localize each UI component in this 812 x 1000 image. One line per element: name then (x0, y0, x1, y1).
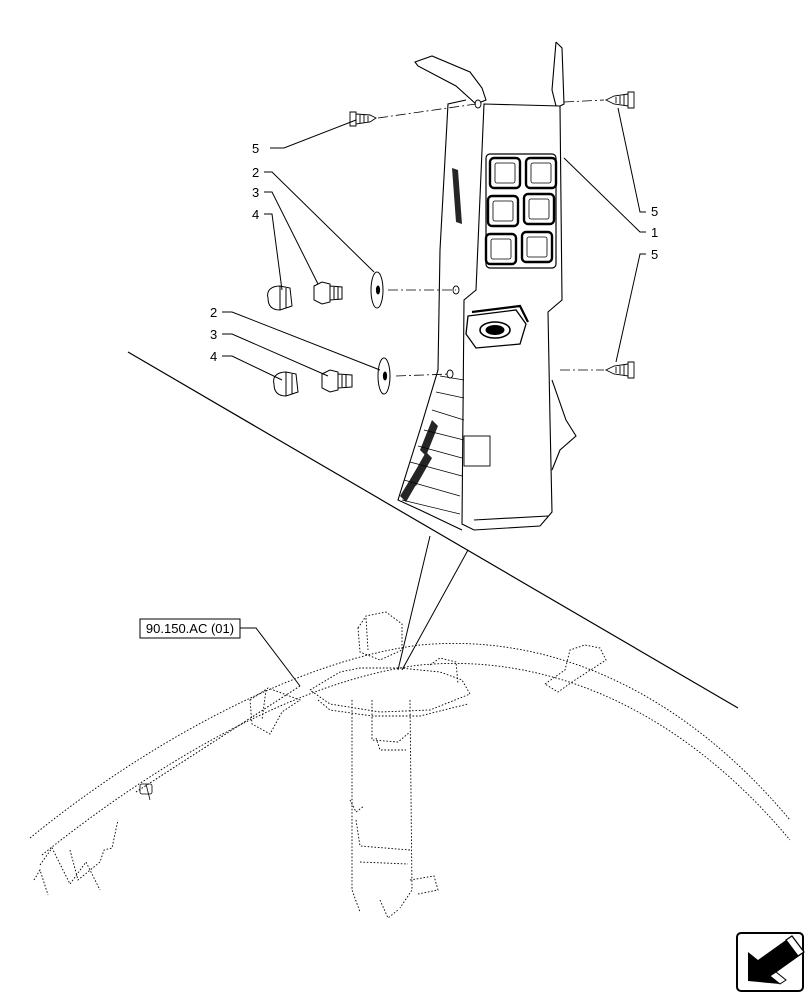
cab-roof (29, 611, 791, 919)
washer-icon (377, 357, 391, 395)
bolt-icon (313, 281, 343, 305)
callout-5: 5 (651, 204, 658, 219)
switch-button (522, 192, 556, 226)
panel-label (463, 435, 491, 467)
screw-icon (604, 361, 635, 379)
panel-hatch (401, 375, 465, 515)
screw-icon (349, 111, 377, 127)
reference-label[interactable]: 90.150.AC (01) (146, 621, 234, 636)
recessed-switch (465, 304, 529, 349)
callout-3: 3 (210, 327, 217, 342)
callout-3: 3 (252, 185, 259, 200)
switch-block (484, 153, 558, 269)
switch-button (484, 232, 518, 266)
callout-4: 4 (252, 207, 259, 222)
cap-nut-icon (267, 285, 293, 311)
reference-box[interactable]: 90.150.AC (01) (139, 618, 241, 639)
screw-icon (604, 91, 635, 109)
arrow-icon[interactable] (736, 932, 805, 992)
assembly-lines (377, 99, 605, 377)
mounting-holes (446, 99, 482, 379)
switch-button (486, 194, 520, 228)
detail-leader-right (401, 549, 469, 671)
callout-1: 1 (651, 225, 658, 240)
callout-2: 2 (252, 165, 259, 180)
callout-5: 5 (651, 247, 658, 262)
callout-4: 4 (210, 349, 217, 364)
washer-icon (370, 271, 384, 309)
switch-button (488, 156, 522, 190)
divider-line (127, 351, 739, 709)
callout-5: 5 (252, 141, 259, 156)
switch-button (524, 156, 558, 190)
bolt-icon (321, 369, 353, 393)
panel-shading (400, 168, 462, 502)
detail-leader-left (397, 535, 431, 671)
callout-2: 2 (210, 305, 217, 320)
roof-clip (139, 783, 153, 801)
cap-nut-icon (273, 371, 299, 397)
callout-leaders (135, 107, 646, 793)
switch-button (520, 230, 554, 264)
